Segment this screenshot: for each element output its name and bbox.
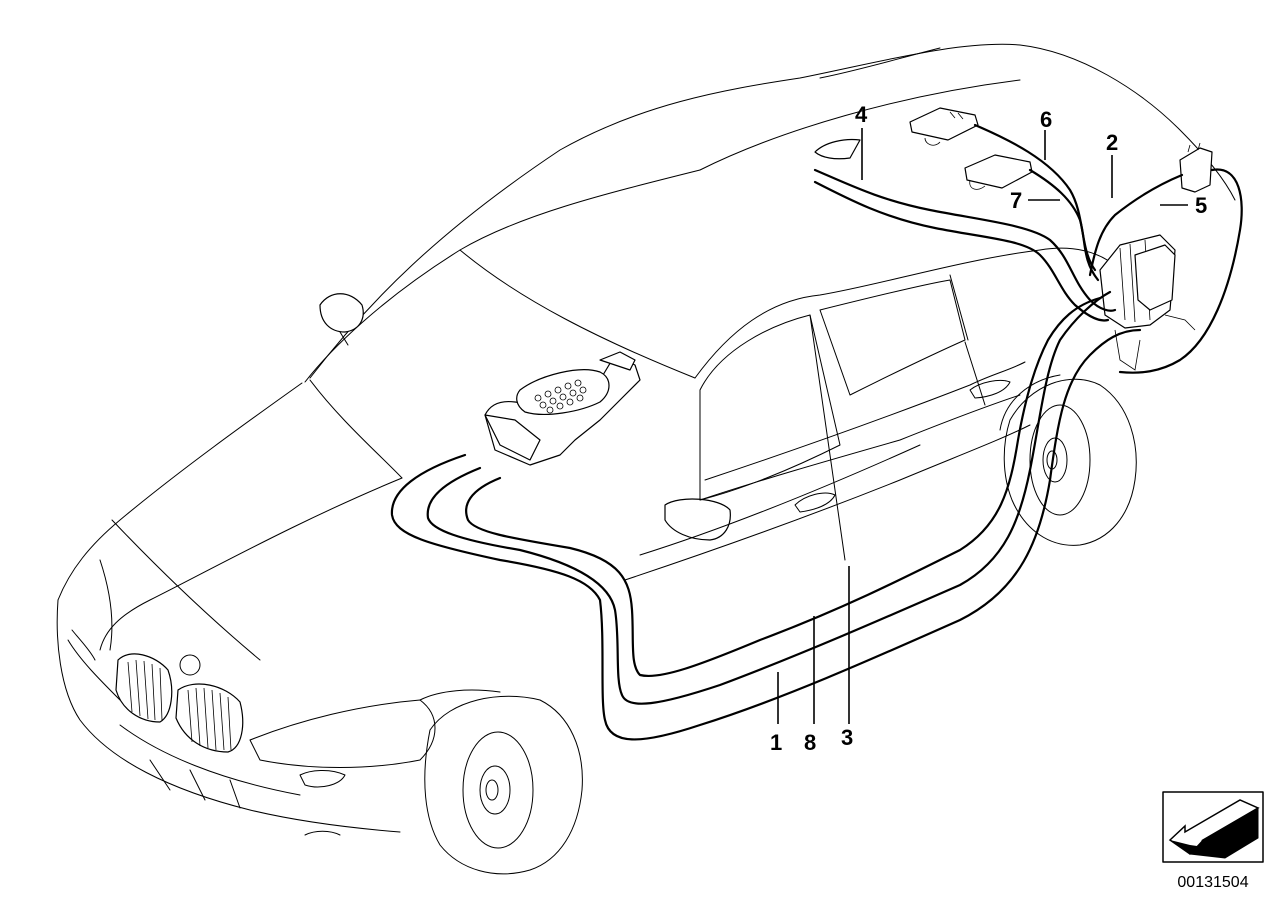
callout-1: 1	[770, 730, 782, 755]
callout-6: 6	[1040, 107, 1052, 132]
amplifier-module	[1099, 234, 1196, 371]
callout-4: 4	[855, 102, 868, 127]
connector-module	[1179, 142, 1213, 193]
roof-antenna	[814, 138, 861, 160]
reference-code: 00131504	[1177, 874, 1248, 891]
callouts: 1 2 3 4 5 6 7 8	[770, 102, 1207, 755]
telephone-cradle	[484, 351, 641, 466]
callout-8: 8	[804, 730, 816, 755]
callout-2: 2	[1106, 130, 1118, 155]
callout-5: 5	[1195, 193, 1207, 218]
control-module-lower	[964, 154, 1033, 190]
car-body	[56, 43, 1236, 875]
control-module-upper	[909, 107, 979, 146]
reference-box: 00131504	[1162, 791, 1264, 891]
cable-harnesses	[390, 123, 1243, 741]
leader-lines	[777, 128, 1188, 724]
callout-7: 7	[1010, 188, 1022, 213]
arrow-symbol-icon	[1168, 799, 1260, 859]
callout-3: 3	[841, 725, 853, 750]
